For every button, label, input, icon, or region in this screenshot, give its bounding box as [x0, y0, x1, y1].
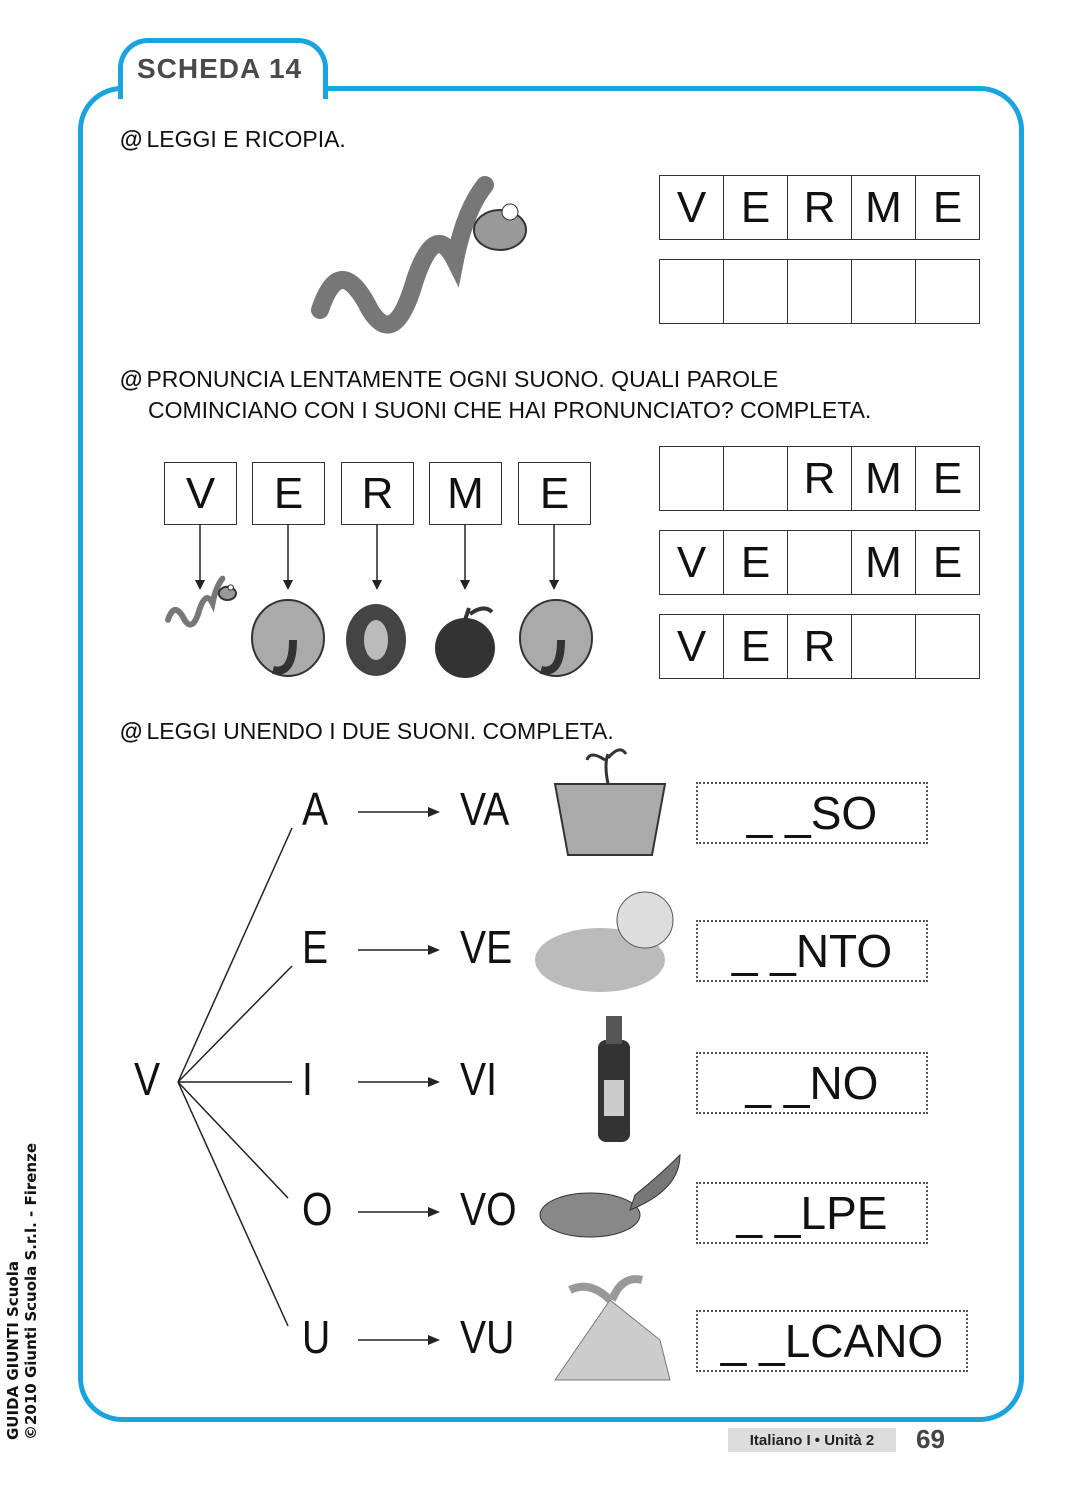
apple-picture: [435, 618, 495, 678]
tyre-hub: [364, 620, 388, 660]
sound-letter-box: M: [429, 462, 502, 525]
letter-cell: M: [851, 530, 916, 595]
answer-box[interactable]: _ _NO: [696, 1052, 928, 1114]
syllable: VI: [460, 1053, 497, 1105]
answer-box[interactable]: _ _NTO: [696, 920, 928, 982]
syllable: VA: [460, 783, 510, 835]
arrow-head: [283, 580, 293, 590]
letter-cell: R: [787, 614, 852, 679]
lava-plume: [568, 1275, 643, 1303]
spiral-icon: @: [120, 126, 143, 152]
spiral-icon: @: [120, 718, 143, 744]
answer-box[interactable]: _ _LCANO: [696, 1310, 968, 1372]
letter-cell: V: [659, 614, 724, 679]
letter-cell: E: [915, 446, 980, 511]
elephant-picture: [519, 599, 593, 677]
sheet-title: SCHEDA 14: [137, 53, 303, 84]
branch-line: [177, 1081, 289, 1199]
wind-face: [616, 891, 674, 949]
arrow-head: [428, 1335, 440, 1345]
vowel-letter: E: [302, 921, 329, 973]
bottle-neck: [606, 1016, 622, 1044]
branch-line: [177, 1081, 289, 1327]
page-number: 69: [916, 1424, 945, 1454]
letter-cell: E: [915, 530, 980, 595]
letter-cell: V: [659, 530, 724, 595]
volcano-picture: [554, 1299, 671, 1381]
arrow-head: [428, 807, 440, 817]
vowel-letter: U: [302, 1311, 331, 1363]
bottle-label: [604, 1080, 624, 1116]
letter-cell: R: [787, 446, 852, 511]
branch-line: [177, 827, 293, 1083]
fox-tail: [629, 1153, 681, 1211]
answer-box[interactable]: _ _LPE: [696, 1182, 928, 1244]
arrow-head: [428, 945, 440, 955]
sheet-tab: SCHEDA 14: [118, 38, 328, 99]
letter-cell: R: [787, 175, 852, 240]
spiral-icon: @: [120, 366, 143, 392]
elephant-picture: [251, 599, 325, 677]
arrow-head: [372, 580, 382, 590]
answer-box[interactable]: _ _SO: [696, 782, 928, 844]
blank-cell[interactable]: [915, 614, 980, 679]
flower-pot-picture: [553, 783, 667, 856]
branch-line: [177, 965, 293, 1083]
sound-letter-box: E: [518, 462, 591, 525]
vowel-letter: O: [302, 1183, 333, 1235]
copy-grid: [659, 259, 980, 324]
sound-letter-box: E: [252, 462, 325, 525]
fox-picture: [539, 1192, 641, 1238]
syllable: VU: [460, 1311, 515, 1363]
elephant-picture-trunk: [272, 639, 297, 675]
syllable: VE: [460, 921, 513, 973]
apple-stem: [463, 606, 494, 621]
arrow-head: [428, 1207, 440, 1217]
worm-picture-eye: [227, 584, 234, 591]
letter-cell: M: [851, 175, 916, 240]
vowel-letter: A: [302, 783, 329, 835]
elephant-picture-trunk: [540, 639, 565, 675]
letter-cell: E: [915, 175, 980, 240]
plant-sprout: [585, 748, 628, 785]
copyright-side-text: GUIDA GIUNTI Scuola©2010 Giunti Scuola S…: [4, 1143, 40, 1440]
arrow-head: [549, 580, 559, 590]
worm-picture-eye: [501, 203, 519, 221]
instruction-3: @LEGGI UNENDO I DUE SUONI. COMPLETA.: [120, 718, 614, 744]
worm-picture: [165, 575, 226, 628]
arrow-head: [195, 580, 205, 590]
arrow-head: [428, 1077, 440, 1087]
blank-cell[interactable]: [915, 259, 980, 324]
worm-picture-head: [473, 209, 527, 251]
arrow-head: [460, 580, 470, 590]
worksheet-frame: [78, 86, 1024, 1422]
root-letter: V: [134, 1053, 161, 1105]
letter-cell: E: [723, 530, 788, 595]
vowel-letter: I: [302, 1053, 313, 1105]
worm-picture: [311, 176, 494, 334]
syllable: VO: [460, 1183, 517, 1235]
instruction-1: @LEGGI E RICOPIA.: [120, 126, 346, 152]
unit-label: Italiano I • Unità 2: [728, 1428, 896, 1452]
instruction-2: @PRONUNCIA LENTAMENTE OGNI SUONO. QUALI …: [120, 366, 872, 423]
